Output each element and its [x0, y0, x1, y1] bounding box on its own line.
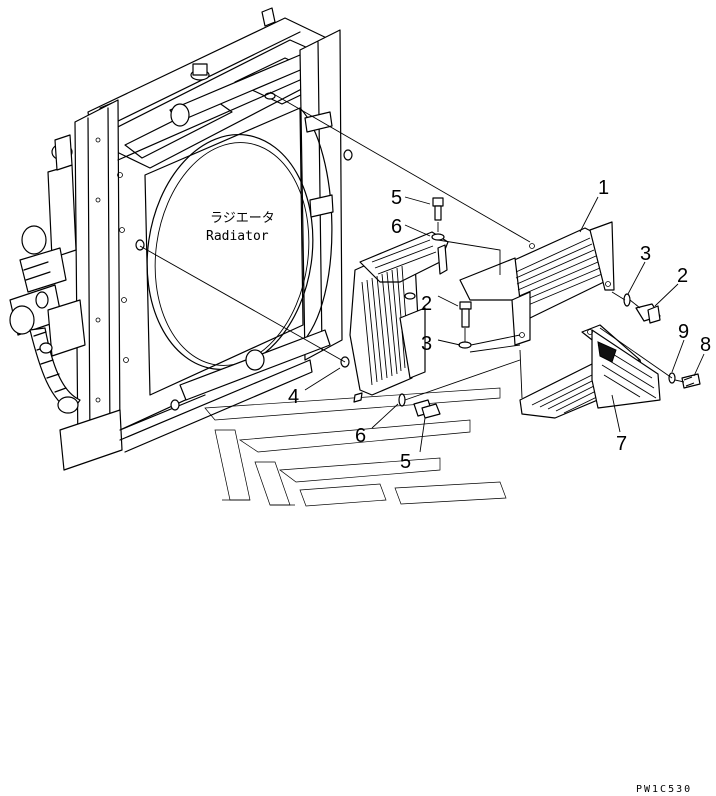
callout-5-bottom: 5: [400, 451, 411, 473]
callout-5-top: 5: [391, 187, 402, 209]
washer-6-top: [431, 233, 445, 241]
callout-6-bottom: 6: [355, 425, 366, 447]
callout-2-right: 2: [677, 265, 688, 287]
guard-part-7: [519, 324, 661, 419]
guard-part-1: [459, 221, 615, 346]
radiator-label-jp: ラジエータ: [210, 211, 275, 226]
watermark-logo: [204, 387, 507, 507]
bolt-5-bottom: [413, 399, 441, 419]
washer-3-mid: [458, 341, 472, 349]
bolt-2-mid: [459, 301, 472, 328]
callout-9: 9: [678, 321, 689, 343]
callout-4: 4: [288, 386, 299, 408]
construction-lines: [139, 91, 685, 401]
radiator-label-en: Radiator: [206, 229, 269, 244]
washer-6-bottom: [398, 393, 406, 407]
small-nut: [353, 392, 363, 403]
callout-leaders: [304, 196, 705, 453]
callout-3-mid: 3: [421, 333, 432, 355]
drawing-code: PW1C530: [636, 784, 692, 795]
callout-2-mid: 2: [421, 293, 432, 315]
callout-3-right: 3: [640, 243, 651, 265]
callout-7: 7: [616, 433, 627, 455]
bolt-8: [681, 373, 701, 389]
callout-8: 8: [700, 334, 711, 356]
callout-1: 1: [598, 177, 609, 199]
radiator-assembly: [9, 7, 353, 471]
bolt-2-right: [635, 303, 661, 324]
left-guard-cover: [349, 231, 449, 396]
callout-6-top: 6: [391, 216, 402, 238]
bolt-5-top: [432, 197, 444, 221]
